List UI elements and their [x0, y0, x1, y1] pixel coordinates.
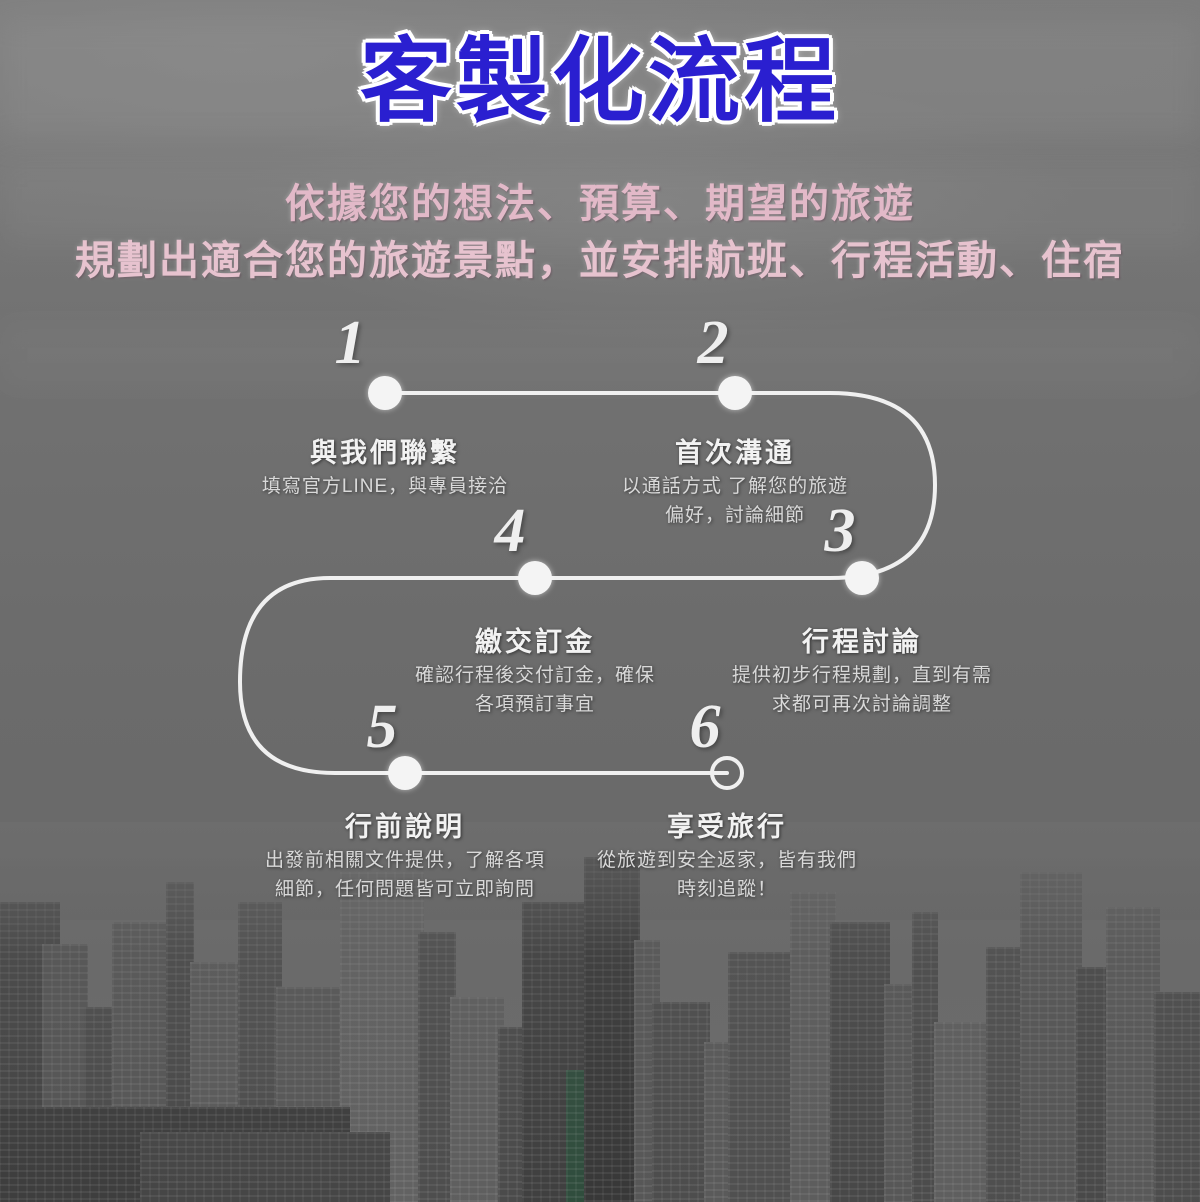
step-node-4[interactable]: [518, 561, 552, 595]
step-node-5[interactable]: [388, 756, 422, 790]
step-number-5: 5: [366, 693, 398, 761]
flow-path: [237, 391, 938, 775]
subtitle-line-1: 依據您的想法、預算、期望的旅遊: [285, 182, 915, 226]
step-number-6: 6: [689, 693, 721, 761]
process-flow-diagram: 1 與我們聯繫 填寫官方LINE，與專員接洽 2 首次溝通 以通話方式 了解您的…: [0, 300, 1200, 920]
cloud-band: [0, 320, 1200, 390]
step-desc-1: 填寫官方LINE，與專員接洽: [261, 476, 509, 497]
step-title-1: 與我們聯繫: [310, 438, 460, 468]
step-node-1[interactable]: [368, 376, 402, 410]
step-title-4: 繳交訂金: [475, 627, 595, 657]
step-number-1: 1: [334, 309, 366, 377]
step-title-6: 享受旅行: [667, 812, 787, 842]
page-title: 客製化流程: [359, 31, 840, 133]
sky-backdrop: [0, 0, 1200, 920]
step-title-3: 行程討論: [802, 627, 922, 657]
subtitle-line-2: 規劃出適合您的旅遊景點，並安排航班、行程活動、住宿: [75, 238, 1125, 283]
step-desc-4: 確認行程後交付訂金，確保 各項預訂事宜: [414, 665, 655, 716]
step-number-2: 2: [697, 309, 729, 377]
step-node-2[interactable]: [718, 376, 752, 410]
step-desc-6: 從旅遊到安全返家，皆有我們 時刻追蹤！: [596, 850, 857, 901]
step-title-2: 首次溝通: [675, 438, 795, 468]
subtitle-block: 依據您的想法、預算、期望的旅遊 規劃出適合您的旅遊景點，並安排航班、行程活動、住…: [0, 176, 1200, 290]
step-node-6[interactable]: [710, 756, 744, 790]
step-desc-2: 以通話方式 了解您的旅遊 偏好，討論細節: [621, 476, 849, 527]
step-number-3: 3: [824, 497, 856, 565]
step-node-3[interactable]: [845, 561, 879, 595]
step-number-4: 4: [494, 497, 526, 565]
cloud-band: [0, 20, 1200, 140]
step-desc-5: 出發前相關文件提供，了解各項 細節，任何問題皆可立即詢問: [264, 850, 545, 901]
cloud-band: [0, 160, 1200, 250]
step-desc-3: 提供初步行程規劃，直到有需 求都可再次討論調整: [731, 665, 992, 716]
step-title-5: 行前說明: [345, 812, 465, 842]
